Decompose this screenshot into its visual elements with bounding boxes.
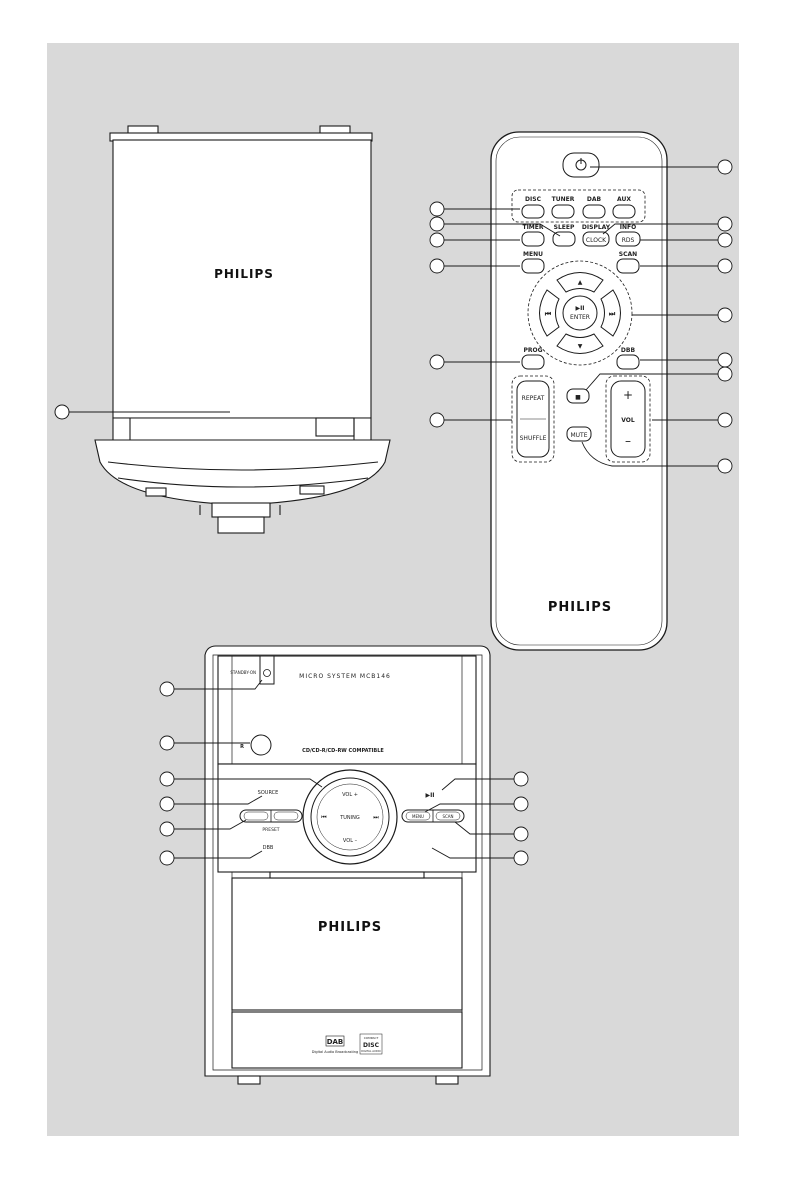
nav-group-outline (527, 260, 633, 366)
remote-disc-label: DISC (525, 196, 542, 203)
remote-repeat-shuffle-button[interactable] (516, 380, 550, 458)
remote-prog-label: PROG (523, 347, 542, 354)
remote-menu-label: MENU (523, 251, 543, 258)
remote-aux-label: AUX (617, 196, 631, 203)
previous-icon: ⏮ (545, 310, 552, 318)
remote-tuner-label: TUNER (552, 196, 575, 203)
remote-nav-prev-button[interactable]: ⏮ (539, 289, 560, 337)
compact-disc-logo (359, 1033, 383, 1055)
remote-aux-button[interactable] (612, 204, 636, 219)
remote-info-label: INFO (620, 224, 636, 231)
front-compat-label: CD/CD-R/CD-RW COMPATIBLE (302, 748, 384, 754)
front-menu-scan-buttons[interactable] (401, 809, 465, 823)
next-icon: ⏭ (609, 310, 616, 318)
remote-enter-label: ENTER (570, 314, 590, 321)
remote-shuffle-label: SHUFFLE (520, 435, 547, 442)
remote-brand: PHILIPS (548, 600, 612, 615)
remote-scan-label: SCAN (619, 251, 637, 258)
front-volume-tuning-dial[interactable] (302, 769, 398, 865)
remote-dbb-label: DBB (621, 347, 636, 354)
remote-mute-label: MUTE (570, 432, 587, 439)
dab-logo (325, 1035, 345, 1047)
top-view-brand: PHILIPS (214, 267, 274, 281)
remote-sleep-label: SLEEP (554, 224, 575, 231)
front-standby-label: STANDBY-ON (230, 670, 256, 675)
remote-mute-button[interactable] (566, 426, 592, 442)
front-preset-buttons[interactable] (239, 809, 303, 823)
front-scan-label: SCAN (442, 814, 453, 819)
remote-enter-button[interactable] (562, 295, 598, 331)
remote-power-button[interactable] (562, 152, 600, 178)
remote-menu-button[interactable] (521, 258, 545, 274)
front-ir-sensor (250, 734, 272, 756)
remote-display-label: DISPLAY (582, 224, 611, 231)
front-model-label: MICRO SYSTEM MCB146 (299, 673, 391, 680)
front-dbb-label: DBB (263, 845, 274, 851)
front-vol-minus-label: VOL – (343, 838, 358, 844)
remote-scan-button[interactable] (616, 258, 640, 274)
remote-play-pause-label: ▶II (575, 305, 584, 312)
remote-prog-button[interactable] (521, 354, 545, 370)
cd-logo-mid: DISC (363, 1042, 380, 1049)
repeat-shuffle-group (511, 375, 555, 463)
remote-clock-label: CLOCK (586, 237, 607, 244)
remote-nav-up-button[interactable]: ▲ (556, 272, 604, 293)
front-view-unit (204, 645, 491, 1085)
remote-stop-button[interactable] (566, 388, 590, 404)
front-next-icon: ⏭ (373, 814, 379, 821)
down-arrow-icon: ▼ (578, 343, 583, 350)
dab-caption: Digital Audio Broadcasting (312, 1050, 358, 1054)
cd-logo-bottom: DIGITAL AUDIO (361, 1049, 380, 1053)
front-power-icon (263, 669, 271, 677)
remote-clock-button[interactable] (582, 231, 610, 247)
remote-timer-button[interactable] (521, 231, 545, 247)
remote-vol-label: VOL (621, 417, 635, 424)
front-vol-plus-label: VOL + (342, 792, 358, 798)
top-view-unit (94, 125, 391, 534)
cd-lid-panel (112, 139, 372, 419)
cd-logo-top: COMPACT (364, 1036, 379, 1040)
front-preset-label: PRESET (262, 827, 279, 833)
front-callouts (159, 679, 529, 866)
remote-volume-button[interactable] (610, 380, 646, 458)
front-previous-icon: ⏮ (321, 814, 327, 821)
remote-vol-minus-label: – (625, 434, 631, 448)
remote-dbb-button[interactable] (616, 354, 640, 370)
remote-nav-next-button[interactable]: ⏭ (600, 289, 621, 337)
dab-logo-text: DAB (327, 1038, 344, 1046)
remote-dab-button[interactable] (582, 204, 606, 219)
front-brand: PHILIPS (318, 920, 382, 935)
up-arrow-icon: ▲ (578, 279, 583, 286)
callout-top-view (54, 404, 230, 420)
remote-tuner-button[interactable] (551, 204, 575, 219)
source-button-group (511, 189, 646, 223)
remote-rds-button[interactable] (615, 231, 641, 247)
remote-callouts (429, 159, 733, 474)
front-ir-label: R (240, 744, 244, 750)
front-play-pause-label: ▶II (425, 792, 434, 799)
remote-timer-label: TIMER (522, 224, 543, 231)
volume-group (605, 375, 651, 463)
remote-vol-plus-label: + (623, 388, 633, 402)
remote-nav-down-button[interactable]: ▼ (556, 333, 604, 354)
remote-repeat-label: REPEAT (522, 395, 545, 402)
remote-rds-label: RDS (622, 237, 635, 244)
front-menu-label: MENU (412, 814, 424, 819)
remote-stop-label: ■ (575, 394, 581, 401)
remote-disc-button[interactable] (521, 204, 545, 219)
remote-dab-label: DAB (587, 196, 602, 203)
front-source-label: SOURCE (258, 790, 279, 796)
front-standby-button[interactable] (259, 655, 275, 685)
front-tuning-label: TUNING (339, 815, 360, 821)
